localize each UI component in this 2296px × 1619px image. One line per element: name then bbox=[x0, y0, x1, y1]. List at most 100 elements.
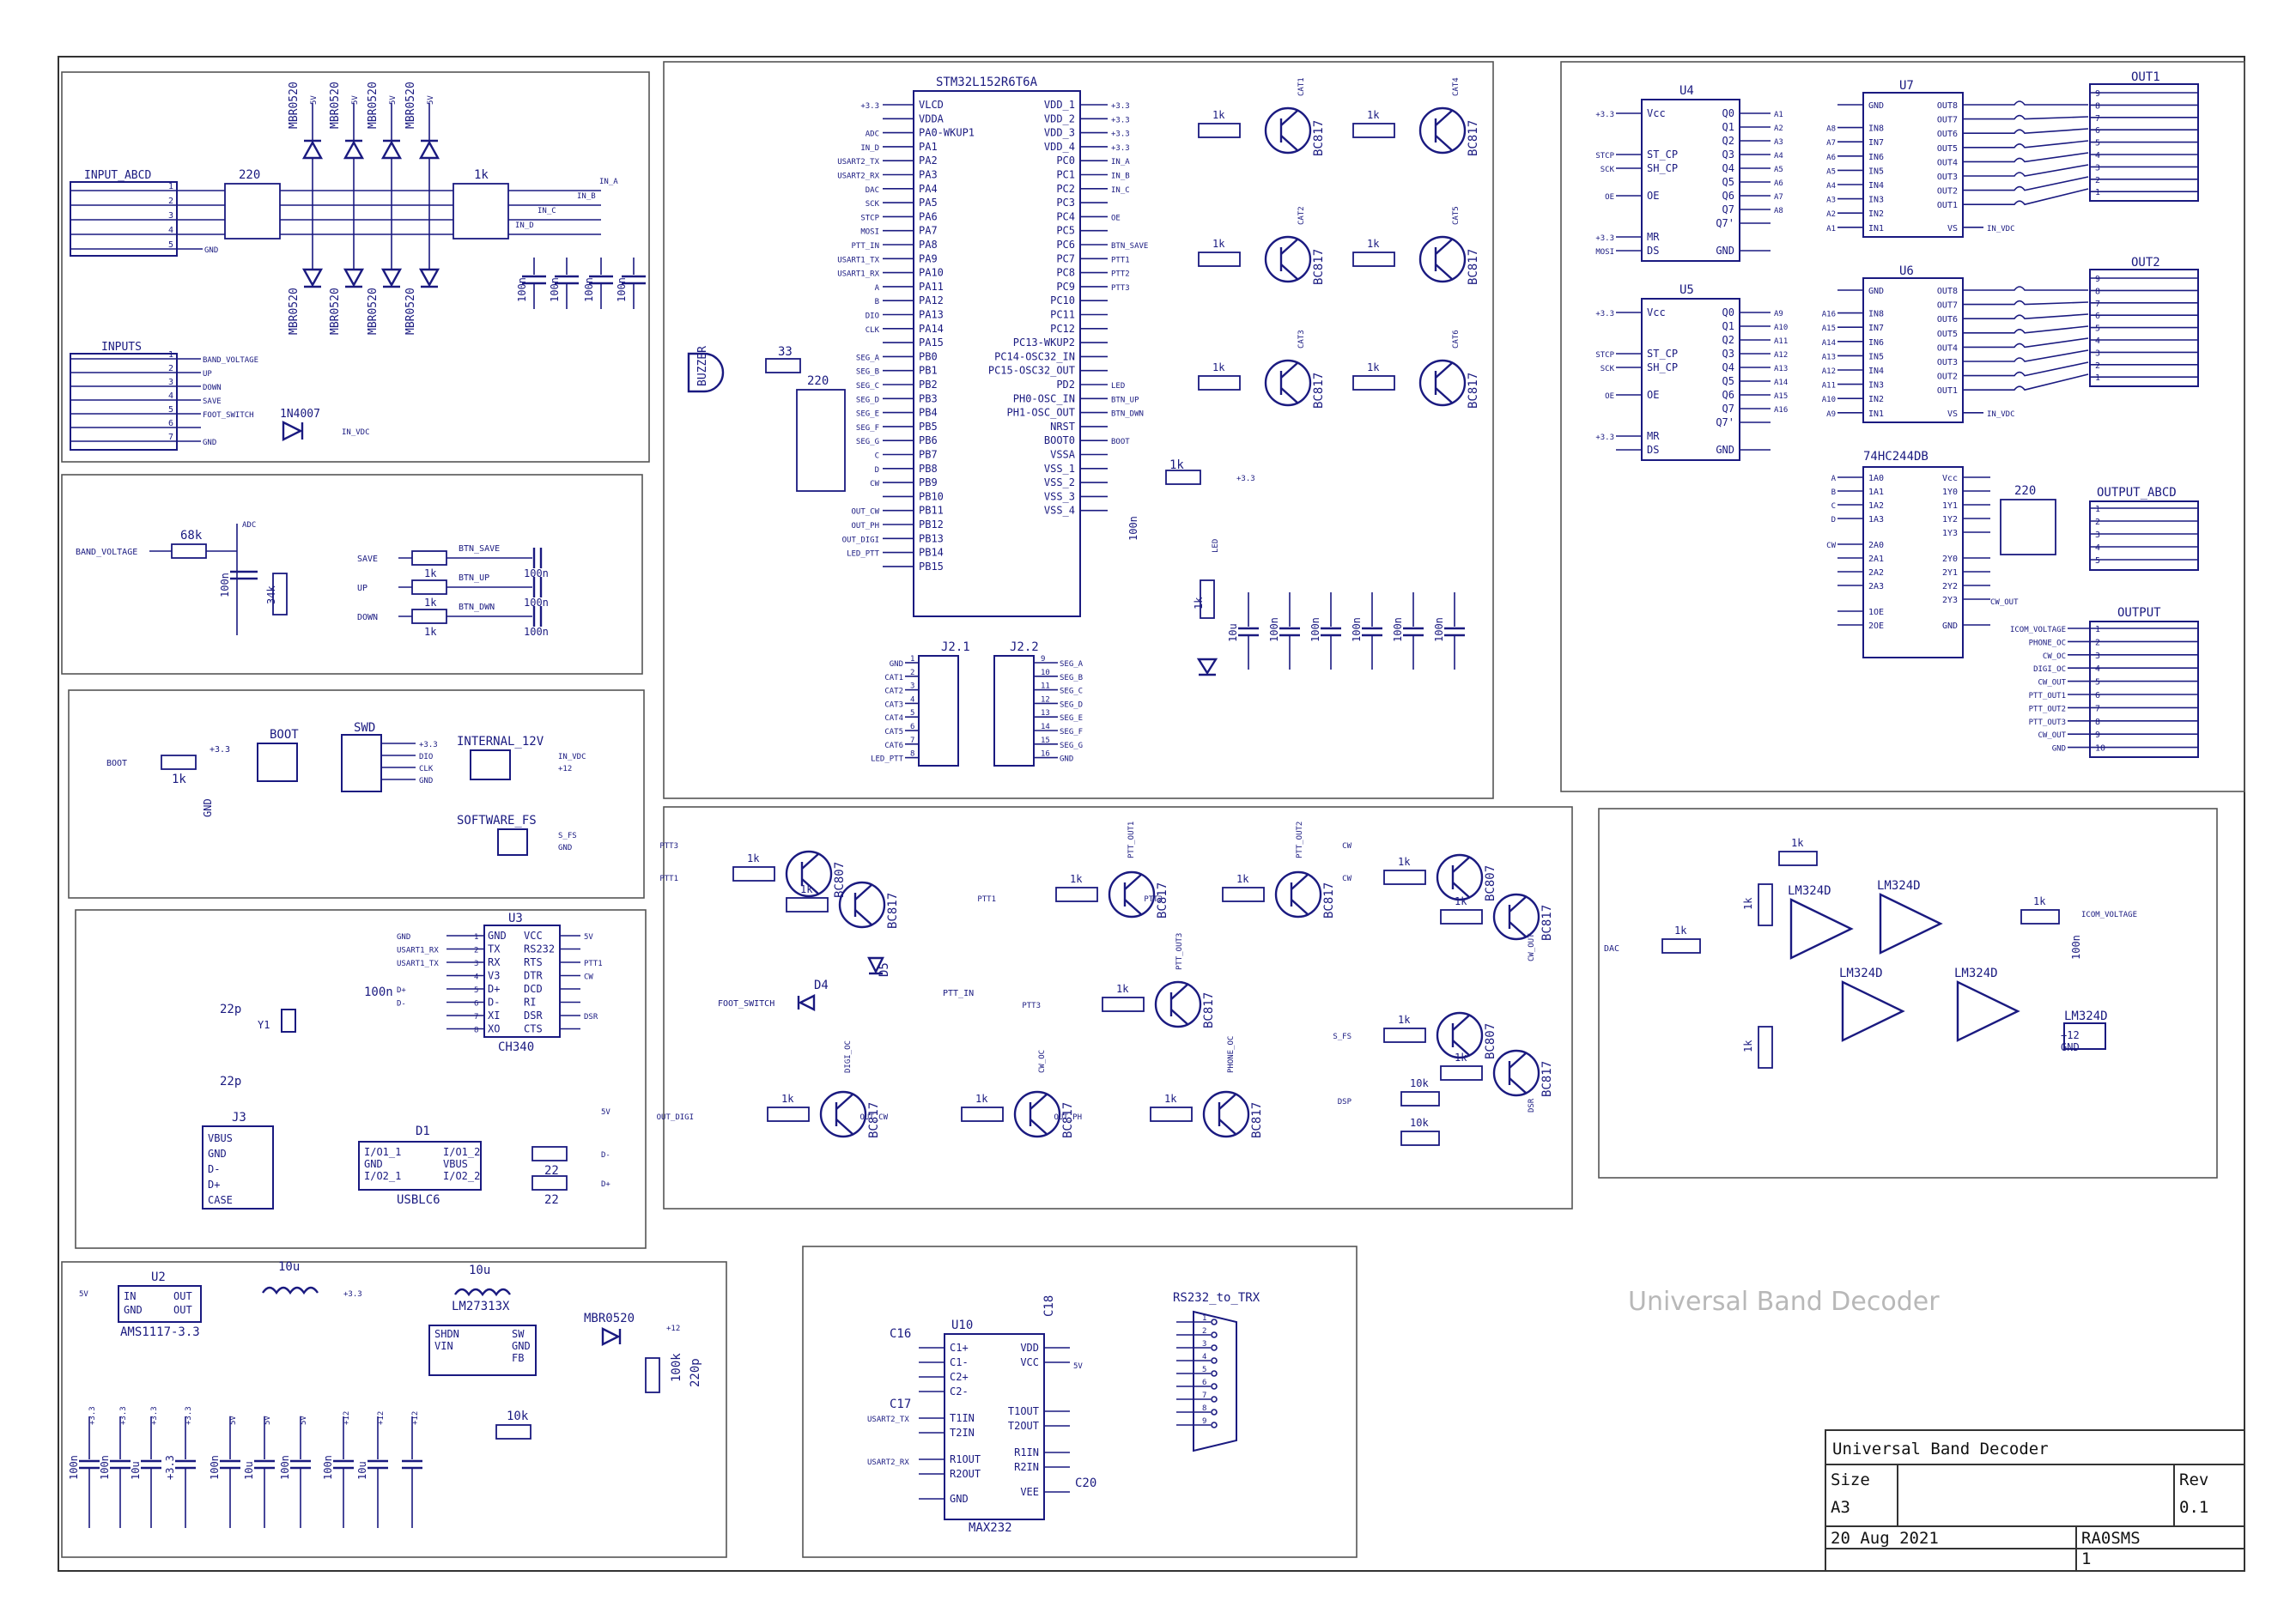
input-abcd-net: IN_C bbox=[538, 207, 556, 215]
button-cap bbox=[532, 577, 543, 597]
driver-in-net: A13 bbox=[1822, 353, 1836, 361]
ptt-output-net: PTT_OUT1 bbox=[1127, 822, 1136, 858]
db9-pin-number: 2 bbox=[1202, 1327, 1206, 1336]
crystal-y1 bbox=[281, 1009, 296, 1033]
output-abcd-label: OUTPUT_ABCD bbox=[2097, 486, 2177, 500]
ptt-base-res bbox=[1383, 870, 1426, 885]
shift-reg-right-pin: Q5 bbox=[1722, 375, 1734, 387]
ch340-chip bbox=[483, 925, 561, 1038]
mcu-left-pin: PA3 bbox=[919, 169, 938, 181]
button-cap-value: 100n bbox=[524, 626, 549, 638]
driver-in-net: A3 bbox=[1826, 197, 1836, 205]
title-block-author: RA0SMS bbox=[2081, 1529, 2141, 1548]
buffer-right-pin: Vcc bbox=[1942, 474, 1958, 483]
decoupling-cap bbox=[402, 1459, 422, 1470]
base-res-value: 1k bbox=[1367, 361, 1380, 373]
mcu-left-pin: PA0-WKUP1 bbox=[919, 127, 975, 139]
ch340-left-num: 4 bbox=[474, 973, 478, 982]
shift-register-chip bbox=[1641, 298, 1740, 461]
max232-right-pin: VDD bbox=[1020, 1342, 1039, 1354]
driver-output-wire bbox=[1963, 349, 2089, 362]
diode-label: MBR0520 bbox=[367, 82, 380, 129]
inputs-connector bbox=[70, 353, 178, 451]
mcu-cap-value: 10u bbox=[1227, 623, 1239, 642]
title-block-size: A3 bbox=[1831, 1498, 1850, 1517]
output-connector-pin: 3 bbox=[2095, 163, 2100, 173]
buffer-left-pin: 2OE bbox=[1868, 622, 1884, 631]
nrst-res-value: 1k bbox=[1169, 458, 1184, 472]
mcu-left-pin: PA2 bbox=[919, 155, 938, 167]
mcu-left-net: DAC bbox=[866, 186, 879, 195]
ch340-left-num: 7 bbox=[474, 1013, 478, 1022]
output-connector-pin: 9 bbox=[2095, 89, 2100, 99]
esd-ref: D1 bbox=[416, 1125, 430, 1138]
opamp-label: LM324D bbox=[1877, 879, 1921, 893]
shift-reg-ref: U4 bbox=[1679, 84, 1694, 98]
ptt-transistor-label: BC817 bbox=[1202, 992, 1216, 1028]
mcu-left-net: LED_PTT bbox=[847, 550, 880, 559]
max232-left-pin: C2- bbox=[950, 1386, 969, 1398]
diode-label: MBR0520 bbox=[367, 288, 380, 335]
driver-right-pin: OUT2 bbox=[1937, 187, 1958, 197]
ch340-left-pin: RX bbox=[488, 956, 501, 968]
mcu-right-net: IN_A bbox=[1111, 158, 1130, 167]
buffer-left-pin: 2A2 bbox=[1868, 568, 1884, 578]
mcu-right-net: PTT3 bbox=[1111, 284, 1130, 293]
mcu-left-net: A bbox=[875, 284, 880, 293]
band-voltage-r1-value: 68k bbox=[180, 529, 203, 543]
driver-left-pin: IN3 bbox=[1868, 381, 1884, 391]
ldo-pin-in: IN bbox=[124, 1290, 136, 1302]
opamp-res-value: 1k bbox=[1791, 837, 1804, 849]
db9-pin-number: 4 bbox=[1202, 1353, 1206, 1361]
j22-connector bbox=[993, 655, 1035, 767]
inputs-net: SAVE bbox=[203, 397, 222, 406]
ptt-res-value: 1k bbox=[1398, 856, 1411, 868]
ch340-right-pin: RS232 bbox=[524, 943, 555, 955]
boost-diode bbox=[601, 1327, 622, 1346]
mcu-right-pin: PC0 bbox=[1056, 155, 1075, 167]
diode-label: MBR0520 bbox=[288, 82, 301, 129]
nrst-res bbox=[1165, 470, 1201, 485]
block-inputs bbox=[61, 71, 650, 463]
driver-in-net: A1 bbox=[1826, 225, 1836, 233]
ptt-foot: FOOT_SWITCH bbox=[718, 999, 774, 1009]
mcu-left-net: SEG_E bbox=[856, 410, 879, 419]
max232-left-pin: GND bbox=[950, 1493, 969, 1505]
ch340-left-net: D- bbox=[397, 1000, 406, 1009]
db9-pin-number: 3 bbox=[1202, 1340, 1206, 1349]
ptt-transistor-label: BC817 bbox=[1540, 905, 1554, 941]
shift-reg-out-net: A4 bbox=[1774, 152, 1783, 161]
db9-pin-number: 1 bbox=[1202, 1314, 1206, 1323]
j21-net: CAT3 bbox=[884, 700, 903, 709]
opamp-supply-neg: GND bbox=[2061, 1041, 2080, 1053]
npn-transistor bbox=[1264, 106, 1312, 155]
driver-right-pin: VS bbox=[1947, 224, 1958, 233]
j22-ref: J2.2 bbox=[1010, 640, 1039, 654]
decoupling-cap-value: +3.3 bbox=[164, 1455, 176, 1480]
driver-in-net: A7 bbox=[1826, 139, 1836, 148]
mcu-left-pin: PA4 bbox=[919, 183, 938, 195]
output-net: CW_OUT bbox=[2038, 731, 2066, 740]
base-resistor bbox=[1352, 123, 1395, 138]
ptt-transistor-label: BC807 bbox=[1484, 865, 1497, 901]
boot-label: BOOT bbox=[270, 728, 299, 742]
shift-reg-right-pin: Q2 bbox=[1722, 135, 1734, 147]
button-cap bbox=[532, 606, 543, 627]
inputs-diode-symbol bbox=[282, 421, 304, 441]
transistor-label: BC817 bbox=[1467, 120, 1480, 156]
boost-pin: FB bbox=[512, 1352, 524, 1364]
ch340-left-num: 3 bbox=[474, 960, 478, 968]
cathode-net: CAT1 bbox=[1297, 77, 1306, 96]
swd-connector bbox=[341, 734, 382, 792]
opamp-supply-pos: +12 bbox=[2061, 1029, 2080, 1041]
transistor-label: BC817 bbox=[1467, 373, 1480, 409]
internal-12v-net-1: IN_VDC bbox=[558, 753, 586, 761]
usb-connector bbox=[202, 1125, 274, 1210]
shift-reg-left-pin: SH_CP bbox=[1647, 162, 1678, 174]
j22-net: SEG_G bbox=[1060, 742, 1083, 750]
mcu-right-pin: PC8 bbox=[1056, 267, 1075, 279]
mcu-right-pin: PC4 bbox=[1056, 210, 1075, 222]
swd-net: DIO bbox=[419, 753, 433, 761]
block-band-voltage bbox=[61, 474, 643, 675]
ptt-input-net: S_FS bbox=[1333, 1033, 1351, 1041]
